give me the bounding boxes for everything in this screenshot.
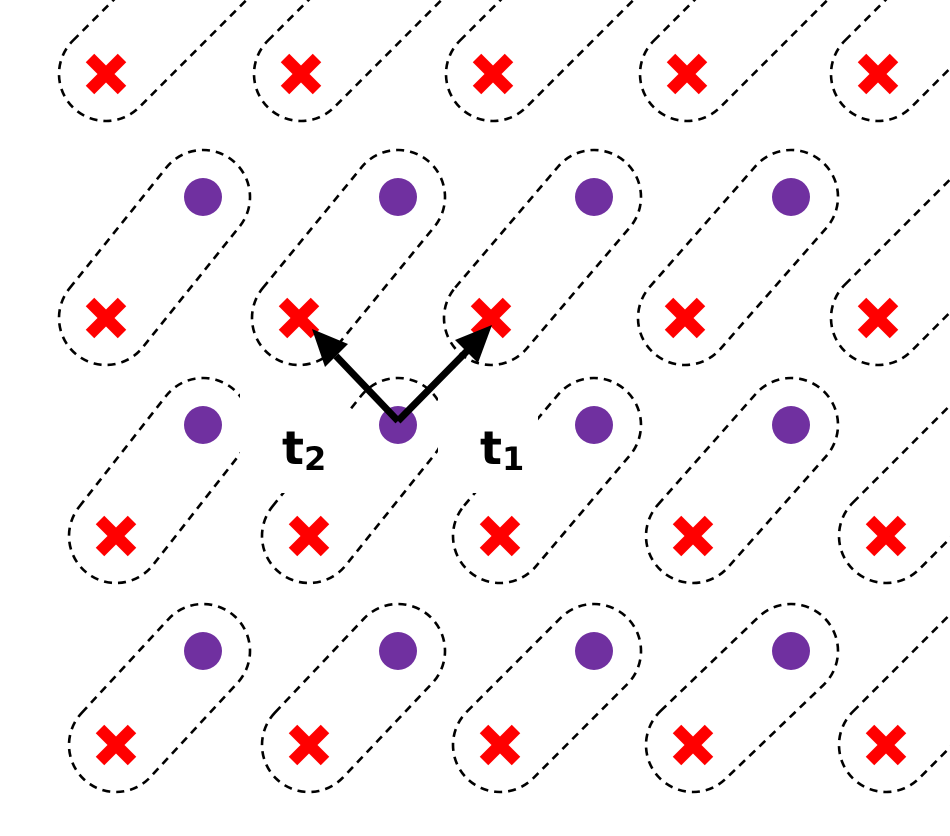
capsule-r0-c2 [442,148,643,367]
cross-icon [288,724,330,766]
t2-label: t2 [282,421,326,478]
dot-icon [772,406,810,444]
vector-labels-mask [240,383,538,493]
dot-layer [184,178,810,670]
capsule-top-3 [638,0,846,123]
capsule-r0-c1 [250,148,447,367]
t1-label-mask [438,383,538,493]
cross-icon [288,515,330,557]
t1-arrow-head [455,325,492,363]
cross-icon [85,53,127,95]
t2-label-mask [240,383,350,493]
capsule-r2-c2 [451,602,643,794]
lattice-vectors: t1 t2 [282,325,524,478]
cross-icon [857,53,899,95]
t2-arrow-head [312,329,348,367]
t2-arrow-shaft [333,353,401,424]
dot-icon [575,632,613,670]
dot-icon [184,406,222,444]
dot-icon [184,178,222,216]
cross-layer [85,53,907,766]
capsule-top-0 [57,0,265,123]
dot-icon [772,632,810,670]
capsule-r2-c0 [67,602,252,794]
cross-icon [857,297,899,339]
t1-arrow-shaft [395,348,470,424]
cross-icon [479,515,521,557]
capsule-r0-c3 [636,148,840,367]
cross-icon [479,724,521,766]
cross-icon [865,724,907,766]
capsule-r0-c0 [57,148,252,367]
cross-icon [672,515,714,557]
dot-icon [379,178,417,216]
dot-icon [575,178,613,216]
capsule-edge-r1 [837,377,950,585]
cross-icon [664,297,706,339]
cross-icon [666,53,708,95]
cross-icon [865,515,907,557]
cross-icon [472,53,514,95]
cross-icon [85,297,127,339]
cross-icon [95,724,137,766]
cross-icon [470,297,512,339]
cross-icon [672,724,714,766]
capsule-top-1 [252,0,460,123]
capsule-top-2 [444,0,652,123]
capsule-r2-c1 [260,602,447,794]
cross-icon [95,515,137,557]
capsule-r1-c3 [644,376,840,585]
dot-icon [772,178,810,216]
dot-icon [184,632,222,670]
capsule-edge-r2 [837,586,950,794]
capsule-r2-c3 [644,602,840,794]
capsule-r1-c0 [67,376,252,585]
dot-icon [379,632,417,670]
cross-icon [280,53,322,95]
cross-icon [278,297,320,339]
t1-label: t1 [480,421,524,478]
dot-icon [575,406,613,444]
